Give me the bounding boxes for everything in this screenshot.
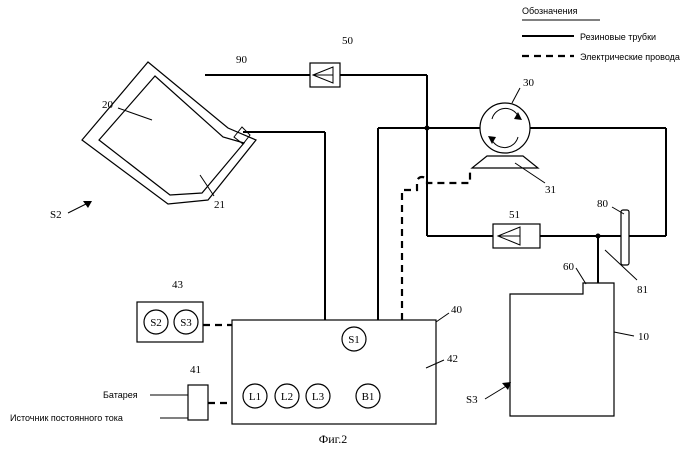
- junction-80: [596, 234, 601, 239]
- s3-arrow-line: [485, 385, 508, 399]
- pump-motor-31: [472, 156, 538, 168]
- ref-10: 10: [638, 331, 650, 343]
- ref-30: 30: [523, 77, 535, 89]
- sensor-box-43: S2 S3: [137, 302, 203, 342]
- connector-41-body: [188, 385, 208, 420]
- ref-50: 50: [342, 35, 354, 47]
- ref-60: 60: [563, 261, 575, 273]
- ref-31: 31: [545, 184, 556, 196]
- control-unit-body: [232, 320, 436, 424]
- legend: Обозначения Резиновые трубки Электрическ…: [522, 6, 680, 62]
- legend-tubes-label: Резиновые трубки: [580, 32, 656, 42]
- ref-43: 43: [172, 279, 184, 291]
- sensor-s2-label: S2: [150, 317, 162, 329]
- junction-pump: [425, 126, 430, 131]
- s2-arrow-line: [68, 203, 88, 213]
- pump-30: [472, 103, 538, 168]
- battery-label: Батарея: [103, 390, 138, 400]
- power-connector-41: [150, 385, 208, 420]
- indicator-b1-label: B1: [362, 391, 375, 403]
- legend-title: Обозначения: [522, 6, 578, 16]
- ref-90: 90: [236, 54, 248, 66]
- check-valve-50: [310, 63, 340, 87]
- indicator-l2-label: L2: [281, 391, 293, 403]
- ref-51: 51: [509, 209, 520, 221]
- ref-81: 81: [637, 284, 648, 296]
- ref-41: 41: [190, 364, 201, 376]
- filter-80: [621, 210, 629, 265]
- container-10: [510, 283, 614, 416]
- indicator-l1-label: L1: [249, 391, 261, 403]
- container-10-body: [510, 283, 614, 416]
- sensor-s3-label: S3: [180, 317, 192, 329]
- check-valve-51: [493, 224, 540, 248]
- ref-20: 20: [102, 99, 114, 111]
- legend-wires-label: Электрические провода: [580, 52, 680, 62]
- wire-control-to-pump: [402, 170, 470, 320]
- control-unit-40: S1 L1 L2 L3 B1: [232, 320, 436, 424]
- ref-s2-label: S2: [50, 209, 62, 221]
- pump-body: [480, 103, 530, 153]
- ref-40: 40: [451, 304, 463, 316]
- dc-source-label: Источник постоянного тока: [10, 413, 123, 423]
- leader-30: [512, 88, 520, 103]
- leader-40: [436, 313, 449, 322]
- figure-caption: Фиг.2: [319, 432, 347, 446]
- leader-60: [576, 268, 586, 284]
- indicator-l3-label: L3: [312, 391, 325, 403]
- container-20: [82, 62, 256, 204]
- leader-10: [614, 332, 634, 336]
- ref-s3-label: S3: [466, 394, 478, 406]
- ref-42: 42: [447, 353, 458, 365]
- ref-21: 21: [214, 199, 225, 211]
- ref-80: 80: [597, 198, 609, 210]
- indicator-s1-label: S1: [348, 334, 360, 346]
